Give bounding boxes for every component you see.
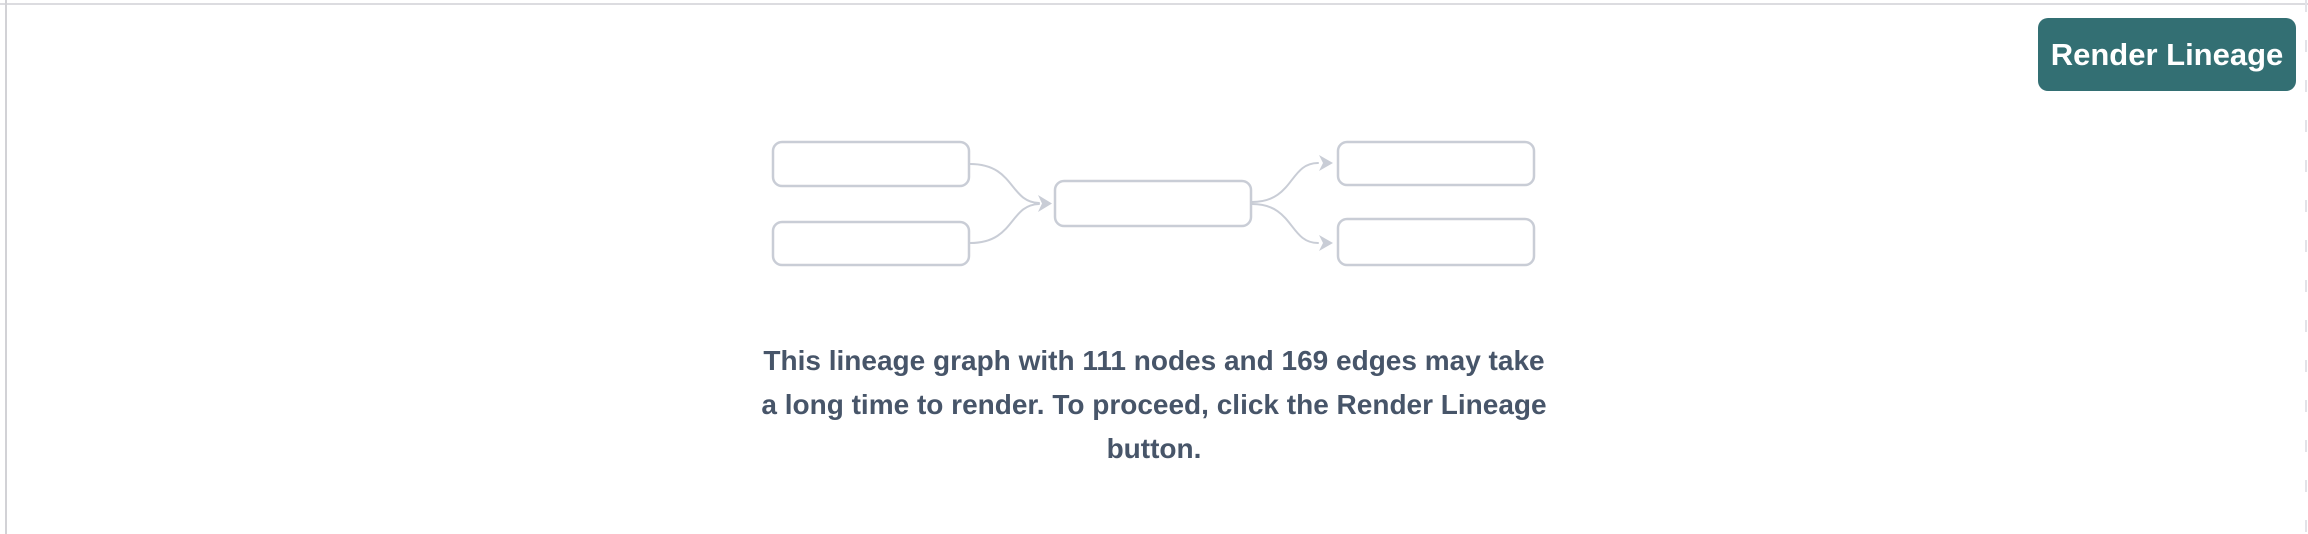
lineage-arrowheads <box>1038 155 1333 251</box>
render-lineage-button[interactable]: Render Lineage <box>2038 18 2296 91</box>
render-warning-line-1: This lineage graph with 111 nodes and 16… <box>763 345 1545 376</box>
render-warning-message: This lineage graph with 111 nodes and 16… <box>761 339 1546 471</box>
mini-lineage-graph-icon <box>771 140 1536 267</box>
lineage-node-bottom-left <box>771 220 971 267</box>
left-border-line <box>5 0 7 534</box>
render-warning-line-3: button. <box>1106 433 1202 464</box>
render-warning-line-2: a long time to render. To proceed, click… <box>761 389 1547 420</box>
lineage-node-top-left <box>771 140 971 188</box>
lineage-node-bottom-right <box>1336 217 1536 267</box>
top-border-line <box>0 3 2308 5</box>
lineage-placeholder: This lineage graph with 111 nodes and 16… <box>0 140 2308 471</box>
lineage-node-center <box>1053 179 1253 228</box>
lineage-nodes <box>771 140 1536 267</box>
lineage-edges <box>969 162 1319 244</box>
lineage-node-top-right <box>1336 140 1536 187</box>
right-edge-dashed-line <box>2305 0 2307 534</box>
